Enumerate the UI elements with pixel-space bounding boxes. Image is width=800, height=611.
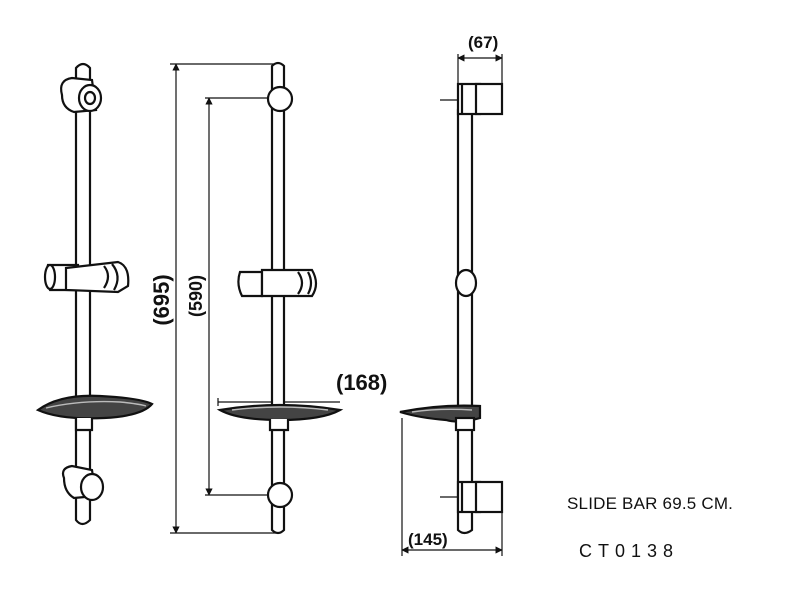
product-code: CT0138 — [579, 541, 680, 561]
bottom-bracket — [266, 481, 294, 509]
rod — [74, 62, 92, 526]
dim-inner-height: (590) — [186, 275, 206, 317]
soap-dish — [35, 394, 154, 432]
dim-total-height: (695) — [149, 274, 174, 325]
soap-dish — [399, 404, 482, 432]
front-view — [170, 61, 344, 535]
side-view — [399, 54, 504, 556]
top-bracket — [456, 82, 504, 116]
slider — [43, 260, 130, 294]
rod — [456, 108, 474, 535]
top-bracket — [60, 76, 103, 114]
slider — [237, 268, 318, 298]
rod — [270, 61, 286, 535]
bottom-bracket — [61, 464, 105, 502]
dim-bottom-depth: (145) — [408, 530, 448, 549]
top-bracket — [266, 85, 294, 113]
soap-dish — [216, 403, 344, 432]
product-title: SLIDE BAR 69.5 CM. — [567, 494, 734, 513]
slider — [454, 268, 478, 298]
dim-dish-width: (168) — [336, 370, 387, 395]
dim-top-depth: (67) — [468, 33, 498, 52]
perspective-view — [35, 62, 154, 526]
bottom-bracket — [456, 480, 504, 514]
